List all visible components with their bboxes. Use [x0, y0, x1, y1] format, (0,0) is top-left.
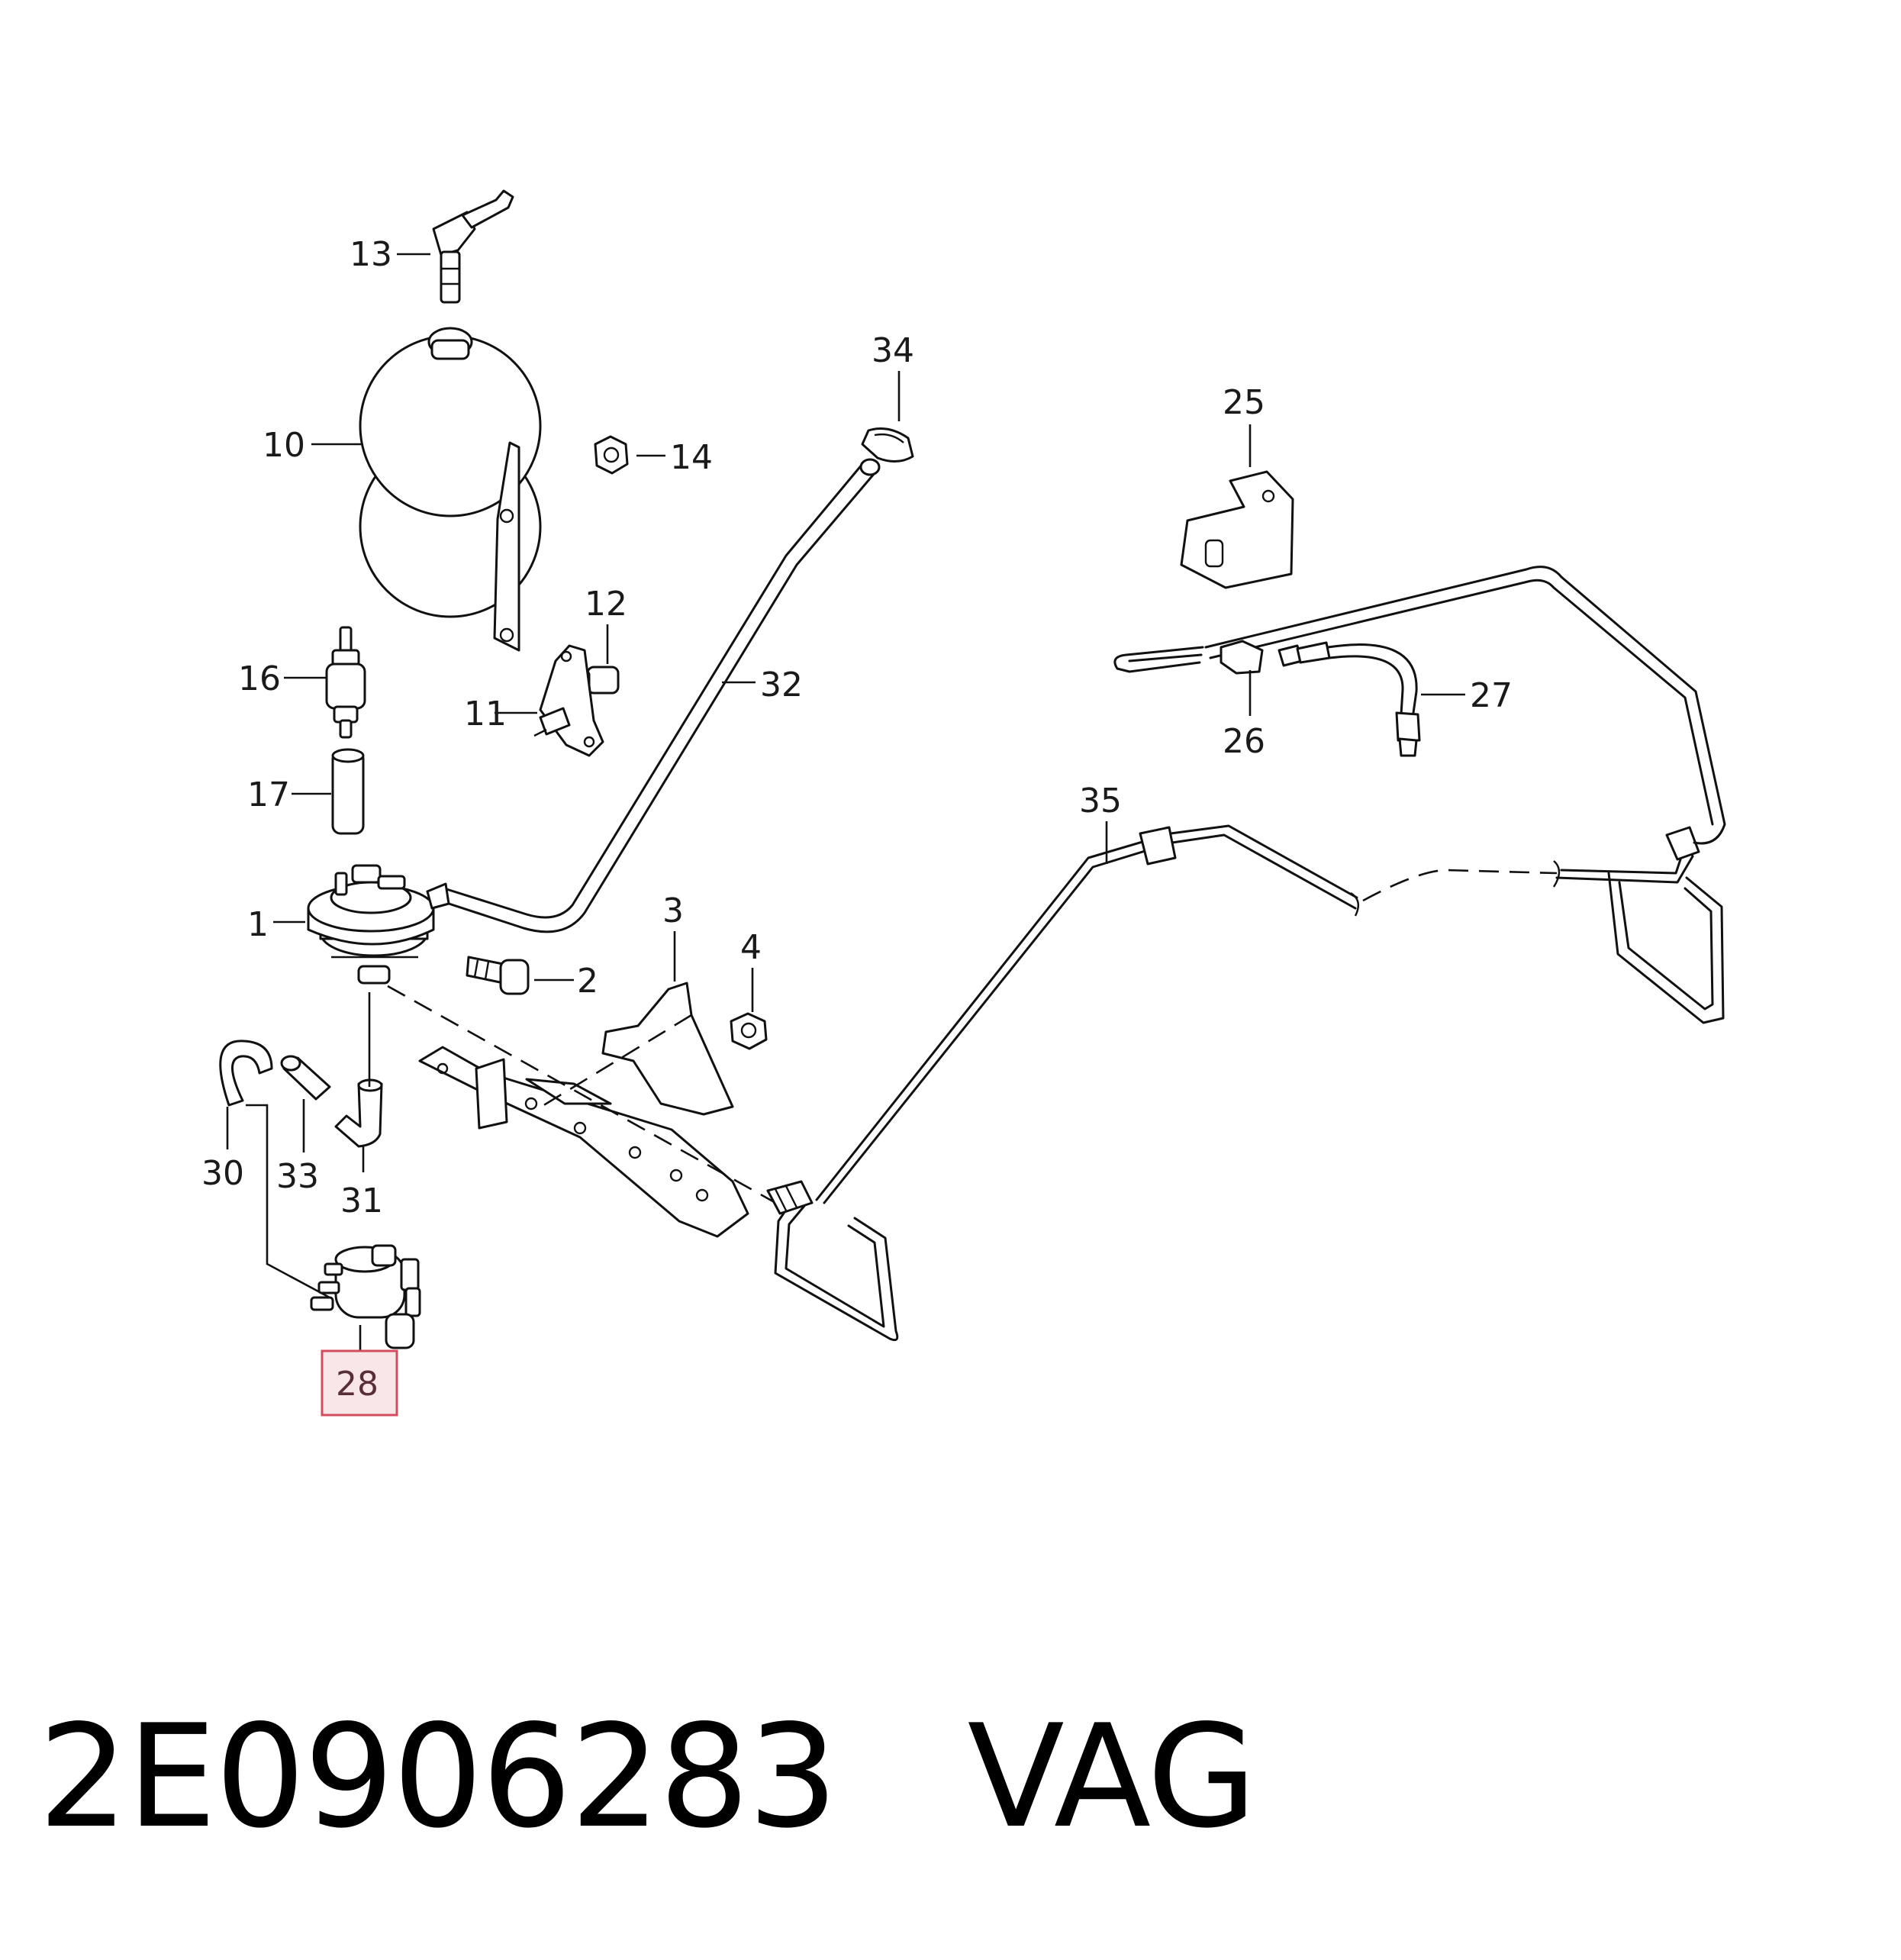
callout-27: 27: [1470, 676, 1513, 715]
part-13-elbow-connector: [432, 189, 514, 304]
callout-32: 32: [760, 666, 803, 704]
part-2-bolt: [466, 956, 530, 995]
part-32-hose: [426, 458, 881, 933]
part-35-brake-line: [766, 824, 1725, 1342]
part-11-bracket: [533, 644, 604, 757]
part-25-bracket: [1180, 470, 1294, 589]
part-10-sphere-reservoir: [359, 327, 542, 652]
part-31-elbow: [334, 1078, 383, 1148]
part-27-brake-hose: [1278, 641, 1421, 757]
part-14-nut: [594, 435, 629, 475]
callout-31: 31: [340, 1181, 383, 1220]
part-number: 2E0906283: [38, 1694, 838, 1859]
callout-35: 35: [1079, 782, 1122, 820]
part-4-nut: [730, 1012, 768, 1050]
part-33-sleeve: [280, 1055, 331, 1101]
upper-brake-line: [1113, 566, 1726, 845]
dash-guide-1: [387, 985, 779, 1206]
break-mark-1: [1350, 891, 1360, 917]
callout-26: 26: [1223, 722, 1265, 761]
callout-28-highlight: 28: [321, 1349, 398, 1417]
callout-34: 34: [872, 331, 914, 370]
part-17-sleeve: [331, 748, 365, 835]
dash-break: [1362, 869, 1558, 902]
callout-14: 14: [670, 438, 713, 477]
part-3-bracket: [601, 982, 734, 1116]
callout-17: 17: [247, 775, 290, 814]
callout-1: 1: [247, 905, 269, 944]
callout-11: 11: [464, 695, 507, 733]
callout-2: 2: [577, 962, 598, 1001]
callout-28: 28: [336, 1365, 379, 1404]
callout-10: 10: [263, 426, 305, 465]
callout-25: 25: [1223, 383, 1265, 422]
callout-labels: 13 10 14 12 11 16 17 34 32 1 2 3 4 25 26…: [201, 235, 1513, 1220]
leader-lines: [226, 253, 1465, 1351]
callout-12: 12: [585, 585, 627, 624]
part-28-valve: [310, 1244, 421, 1349]
part-1-valve: [307, 864, 435, 985]
callout-4: 4: [740, 928, 762, 967]
part-30-curved-hose: [219, 1040, 273, 1107]
brand-name: VAG: [967, 1694, 1257, 1859]
callout-3: 3: [662, 891, 684, 930]
break-mark-2: [1552, 860, 1561, 888]
mounting-rail: [418, 1046, 749, 1238]
part-26-clip: [1220, 640, 1264, 675]
part-34-clamp: [861, 427, 914, 463]
callout-33: 33: [276, 1157, 319, 1196]
callout-30: 30: [201, 1154, 244, 1193]
part-16-filter: [325, 626, 366, 739]
callout-16: 16: [238, 659, 281, 698]
part-caption: 2E0906283 VAG: [38, 1700, 1257, 1853]
callout-13: 13: [350, 235, 392, 274]
